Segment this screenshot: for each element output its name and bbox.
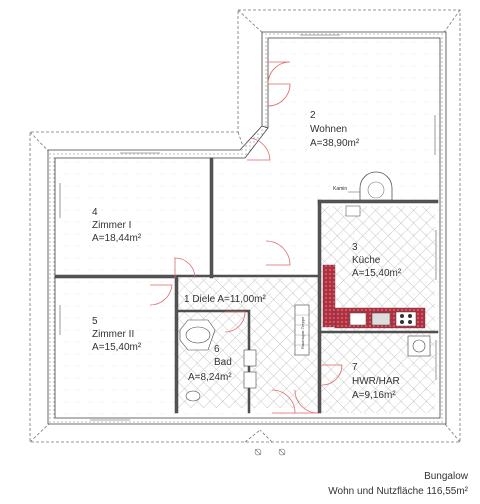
caption-subtitle: Wohn und Nutzfläche 116,55m² — [328, 486, 468, 497]
zimmer2-name: Zimmer II — [92, 329, 134, 340]
bathtub-icon — [179, 319, 216, 351]
hwr-name: HWR/HAR — [352, 376, 400, 387]
hwr-area: A=9,16m² — [352, 390, 396, 401]
kueche-name: Küche — [352, 255, 381, 266]
kamin-label: Kamin — [333, 186, 347, 192]
washbasin-icon — [243, 349, 257, 367]
zimmer1-area: A=18,44m² — [92, 233, 142, 244]
doors — [149, 61, 343, 414]
fireplace: Kamin — [333, 171, 393, 201]
staircase: Raumspar-Treppe — [294, 304, 310, 356]
sink-icon — [349, 312, 367, 326]
zimmer2-area: A=15,40m² — [92, 342, 142, 353]
bad-name: Bad — [214, 357, 232, 368]
zimmer1-name: Zimmer I — [92, 220, 131, 231]
washing-machine-icon — [407, 335, 431, 357]
kueche-num: 3 — [352, 242, 358, 253]
toilet-icon — [185, 390, 201, 402]
bad-num: 6 — [214, 344, 220, 355]
windows — [59, 34, 437, 421]
zimmer1-num: 4 — [92, 207, 98, 218]
wohnen-area: A=38,90m² — [310, 138, 360, 149]
bath-fixtures — [179, 319, 257, 402]
entrance-marker — [254, 448, 286, 456]
caption-title: Bungalow — [424, 471, 468, 482]
bad-area: A=8,24m² — [188, 372, 232, 383]
diele-label: 1 Diele A=11,00m² — [184, 294, 266, 305]
room-labels: 2 Wohnen A=38,90m² 4 Zimmer I A=18,44m² … — [92, 110, 402, 401]
hwr-num: 7 — [352, 362, 358, 373]
wohnen-name: Wohnen — [310, 124, 347, 135]
wohnen-num: 2 — [310, 110, 316, 121]
stove-icon — [395, 311, 417, 327]
stair-label: Raumspar-Treppe — [300, 316, 305, 349]
kueche-area: A=15,40m² — [352, 268, 402, 279]
kitchen-counter — [322, 205, 426, 329]
exterior-walls — [47, 31, 447, 425]
zimmer2-num: 5 — [92, 316, 98, 327]
